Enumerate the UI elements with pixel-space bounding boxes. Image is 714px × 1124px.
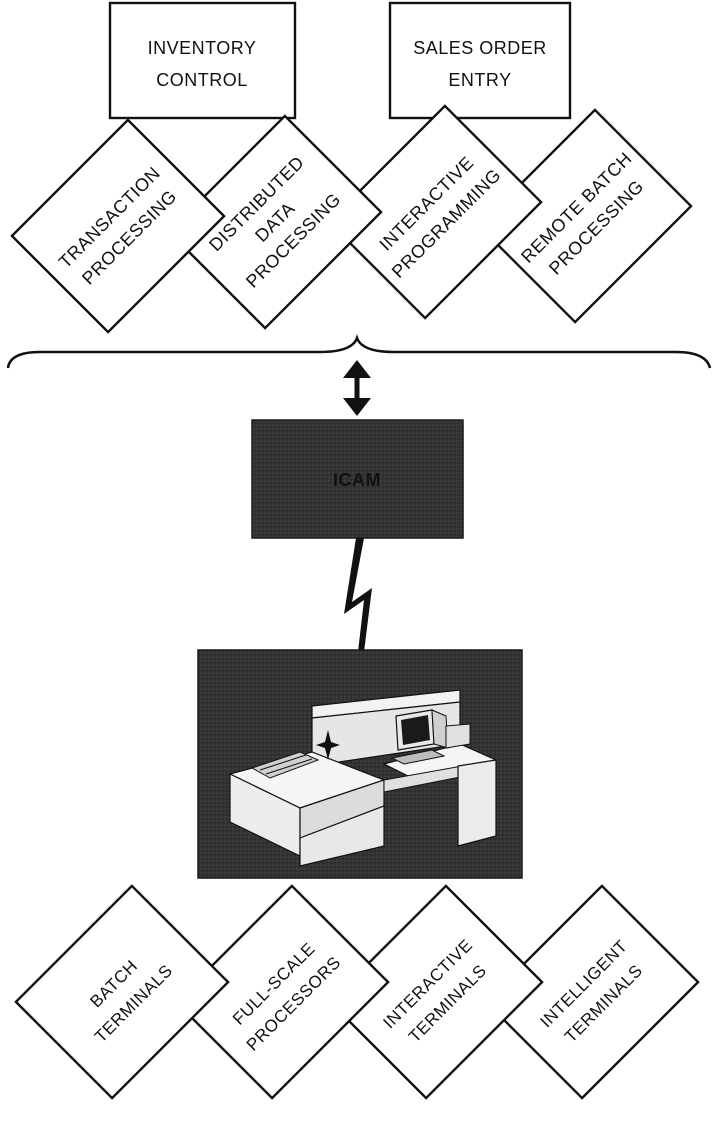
inventory-control-line1: INVENTORY: [148, 38, 257, 58]
diamond-batch-terminals: BATCH TERMINALS: [16, 886, 228, 1098]
diamond-transaction-processing: TRANSACTION PROCESSING: [12, 120, 224, 332]
sales-order-entry-line1: SALES ORDER: [413, 38, 547, 58]
host-processor-panel: ICAM: [252, 420, 463, 538]
inventory-control-box: INVENTORY CONTROL: [110, 3, 295, 118]
host-processor-label: ICAM: [333, 470, 381, 490]
sales-order-entry-box: SALES ORDER ENTRY: [390, 3, 570, 118]
inventory-control-line2: CONTROL: [156, 70, 248, 90]
sales-order-entry-line2: ENTRY: [448, 70, 511, 90]
workstation-illustration: [198, 650, 522, 878]
lightning-link-icon: [344, 538, 372, 652]
double-arrow-icon: [343, 360, 371, 416]
